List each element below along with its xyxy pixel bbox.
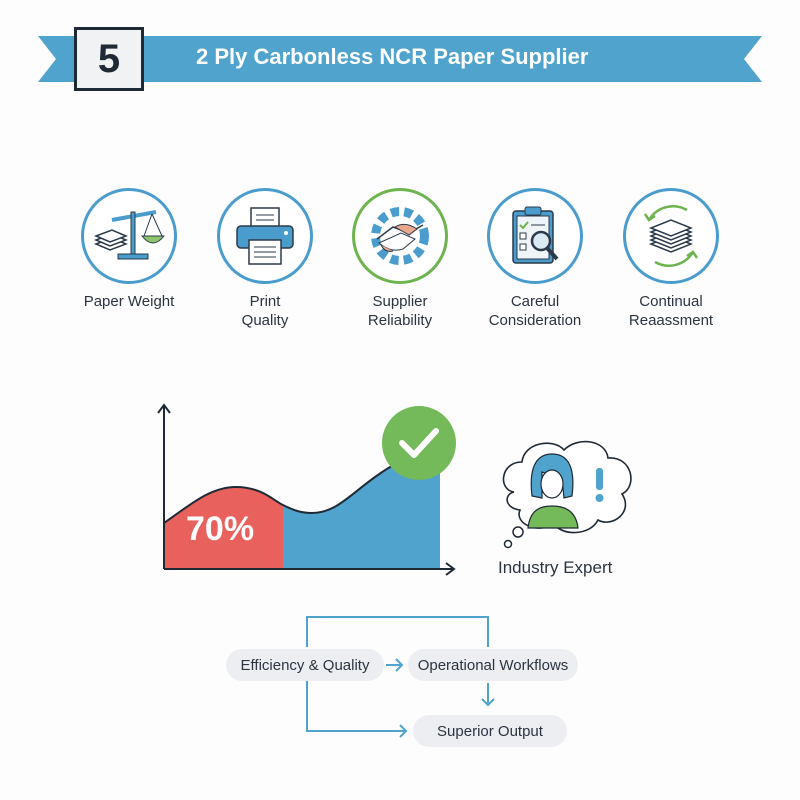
flow-node-operational-workflows: Operational Workflows bbox=[408, 649, 578, 681]
flow-node-superior-output: Superior Output bbox=[413, 715, 567, 747]
feature-paper-weight: Paper Weight bbox=[64, 188, 194, 311]
flow-node-efficiency-quality: Efficiency & Quality bbox=[226, 649, 384, 681]
percentage-label: 70% bbox=[186, 510, 255, 548]
flow-connectors bbox=[306, 616, 495, 738]
highlight-area bbox=[164, 487, 283, 568]
printer-icon bbox=[217, 188, 313, 284]
balance-scale-icon bbox=[81, 188, 177, 284]
title-banner bbox=[38, 36, 762, 82]
step-number-badge: 5 bbox=[74, 27, 144, 91]
thinking-person-icon bbox=[502, 440, 632, 549]
industry-expert-label: Industry Expert bbox=[498, 558, 613, 577]
growth-area-chart bbox=[157, 403, 456, 576]
page-title: 2 Ply Carbonless NCR Paper Supplier bbox=[196, 44, 589, 69]
remaining-area bbox=[283, 447, 440, 568]
paper-stack-cycle-icon bbox=[623, 188, 719, 284]
handshake-gear-icon bbox=[352, 188, 448, 284]
checkmark-icon bbox=[382, 406, 456, 480]
clipboard-magnifier-icon bbox=[487, 188, 583, 284]
